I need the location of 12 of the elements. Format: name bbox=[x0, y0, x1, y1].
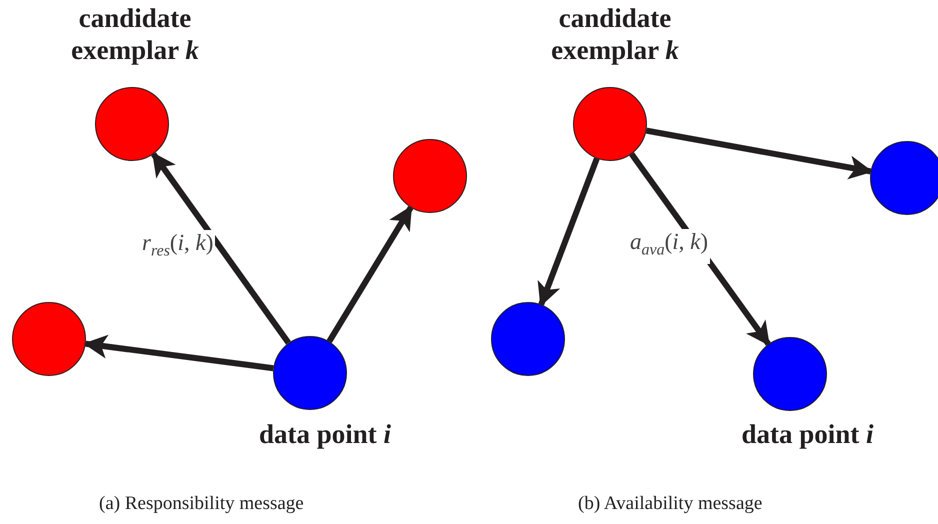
node-label: candidate exemplar k bbox=[70, 2, 200, 66]
arrow bbox=[151, 152, 291, 345]
node-label: candidate exemplar k bbox=[550, 2, 680, 66]
caption: (a) Responsibility message bbox=[99, 493, 304, 515]
edge-label: a$_{ava}$(i, k) bbox=[628, 229, 710, 264]
caption: (b) Availability message bbox=[578, 493, 762, 515]
arrow bbox=[83, 334, 274, 372]
arrow bbox=[326, 206, 414, 343]
arrow bbox=[646, 128, 873, 180]
arrow bbox=[538, 158, 600, 307]
node-label: data point i bbox=[740, 418, 875, 450]
node-label: data point i bbox=[258, 418, 392, 450]
